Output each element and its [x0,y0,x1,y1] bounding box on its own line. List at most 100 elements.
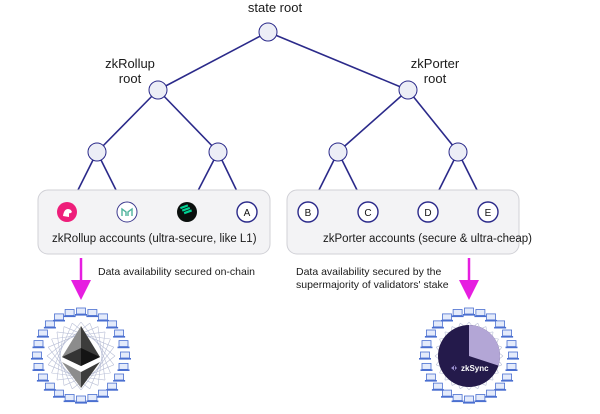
validator-laptop-icon [420,340,433,349]
validator-laptop-icon [505,362,518,371]
zkporter-accounts-box [286,189,520,255]
zksync-stake-pie: zkSync [438,325,500,387]
validator-laptop-icon [53,313,65,322]
network-link [97,331,106,386]
zkrollup-accounts-box [37,189,271,255]
account-node-d: D [417,201,439,223]
zksync-arrows-icon [451,365,457,371]
validator-laptop-icon [485,389,497,398]
network-link [80,321,115,365]
validator-note-line2: supermajority of validators' stake [296,279,449,291]
validator-laptop-icon [31,351,43,360]
account-label: C [364,208,371,219]
account-label: B [305,208,312,219]
account-label: A [244,208,251,219]
validator-laptop-icon [113,373,126,382]
validator-laptop-icon [505,340,518,349]
validator-laptop-icon [485,313,497,322]
account-label: D [424,208,431,219]
validator-note-line1: Data availability secured by the [296,266,442,278]
validator-laptop-icon [86,394,99,403]
validator-laptop-icon [424,329,437,338]
validator-laptop-icon [494,382,507,391]
network-link [46,322,90,357]
tree-edge [157,89,219,153]
account-node-a: A [236,201,258,223]
state-root-label: state root [247,0,303,15]
validator-laptop-icon [463,307,475,316]
validator-laptop-icon [420,362,433,371]
validator-laptop-icon [63,309,76,318]
validator-laptop-icon [419,351,431,360]
validator-laptop-icon [451,309,464,318]
network-link [89,338,111,389]
account-label: E [485,208,492,219]
network-link [48,326,99,348]
validator-laptop-icon [501,373,514,382]
network-link [97,326,106,381]
account-node-e: E [477,201,499,223]
uniswap-unicorn-icon [57,202,77,222]
validator-laptop-icon [474,309,487,318]
ethereum-logo-icon [62,326,100,388]
validator-laptop-icon [75,395,87,404]
ethereum-validator-network [31,307,131,404]
zkrollup-root-label-line1: zkRollup [105,56,155,71]
validator-laptop-icon [63,394,76,403]
validator-laptop-icon [494,320,507,329]
validator-laptop-icon [97,313,109,322]
zkporter-inner-node [328,142,348,162]
validator-laptop-icon [441,313,453,322]
network-link [89,323,111,374]
validator-laptop-icon [431,320,444,329]
validator-laptop-icon [474,394,487,403]
zkporter-root-node [398,80,418,100]
account-node-c: C [357,201,379,223]
tree-edge [337,89,409,153]
compound-logo-icon [177,202,197,222]
zkporter-validator-network: zkSync [419,307,519,404]
validator-laptop-icon [32,340,45,349]
validator-laptop-icon [86,309,99,318]
zkporter-root-label-line1: zkPorter [410,56,460,71]
validator-laptop-icon [43,320,56,329]
network-link [63,326,114,348]
zkrollup-inner-node [87,142,107,162]
tree-nodes: A B C D E [57,22,499,223]
network-link [51,323,73,374]
validator-laptop-icon [117,362,130,371]
zkporter-inner-node [448,142,468,162]
validator-laptop-icon [75,307,87,316]
zkporter-group-label: zkPorter accounts (secure & ultra-cheap) [323,233,533,245]
validator-laptop-icon [507,351,519,360]
tree-edge [157,31,269,91]
validator-laptop-icon [441,389,453,398]
validator-laptop-icon [451,394,464,403]
tree-edge [407,89,459,153]
network-link [72,322,116,357]
validator-laptop-icon [431,382,444,391]
maker-logo-icon [116,201,138,223]
validator-laptop-icon [97,389,109,398]
network-link [80,347,115,391]
onchain-data-availability-note: Data availability secured on-chain [98,266,256,278]
validator-laptop-icon [53,389,65,398]
validator-laptop-icon [106,320,119,329]
validator-data-availability-note: Data availability secured by the superma… [296,266,449,292]
account-node-b: B [297,201,319,223]
network-link [51,338,73,389]
validator-laptop-icon [113,329,126,338]
validator-laptop-icon [43,382,56,391]
network-link [56,326,65,381]
validator-laptop-icon [463,395,475,404]
zkrollup-root-label-line2: root [118,71,142,86]
validator-laptop-icon [36,329,49,338]
validator-laptop-icon [424,373,437,382]
validator-laptop-icon [106,382,119,391]
tree-edge [267,31,409,91]
zkporter-root-label: zkPorter root [400,56,470,86]
zksync-brand-label: zkSync [461,364,489,373]
zkrollup-root-label: zkRollup root [95,56,165,86]
zkrollup-inner-node [208,142,228,162]
